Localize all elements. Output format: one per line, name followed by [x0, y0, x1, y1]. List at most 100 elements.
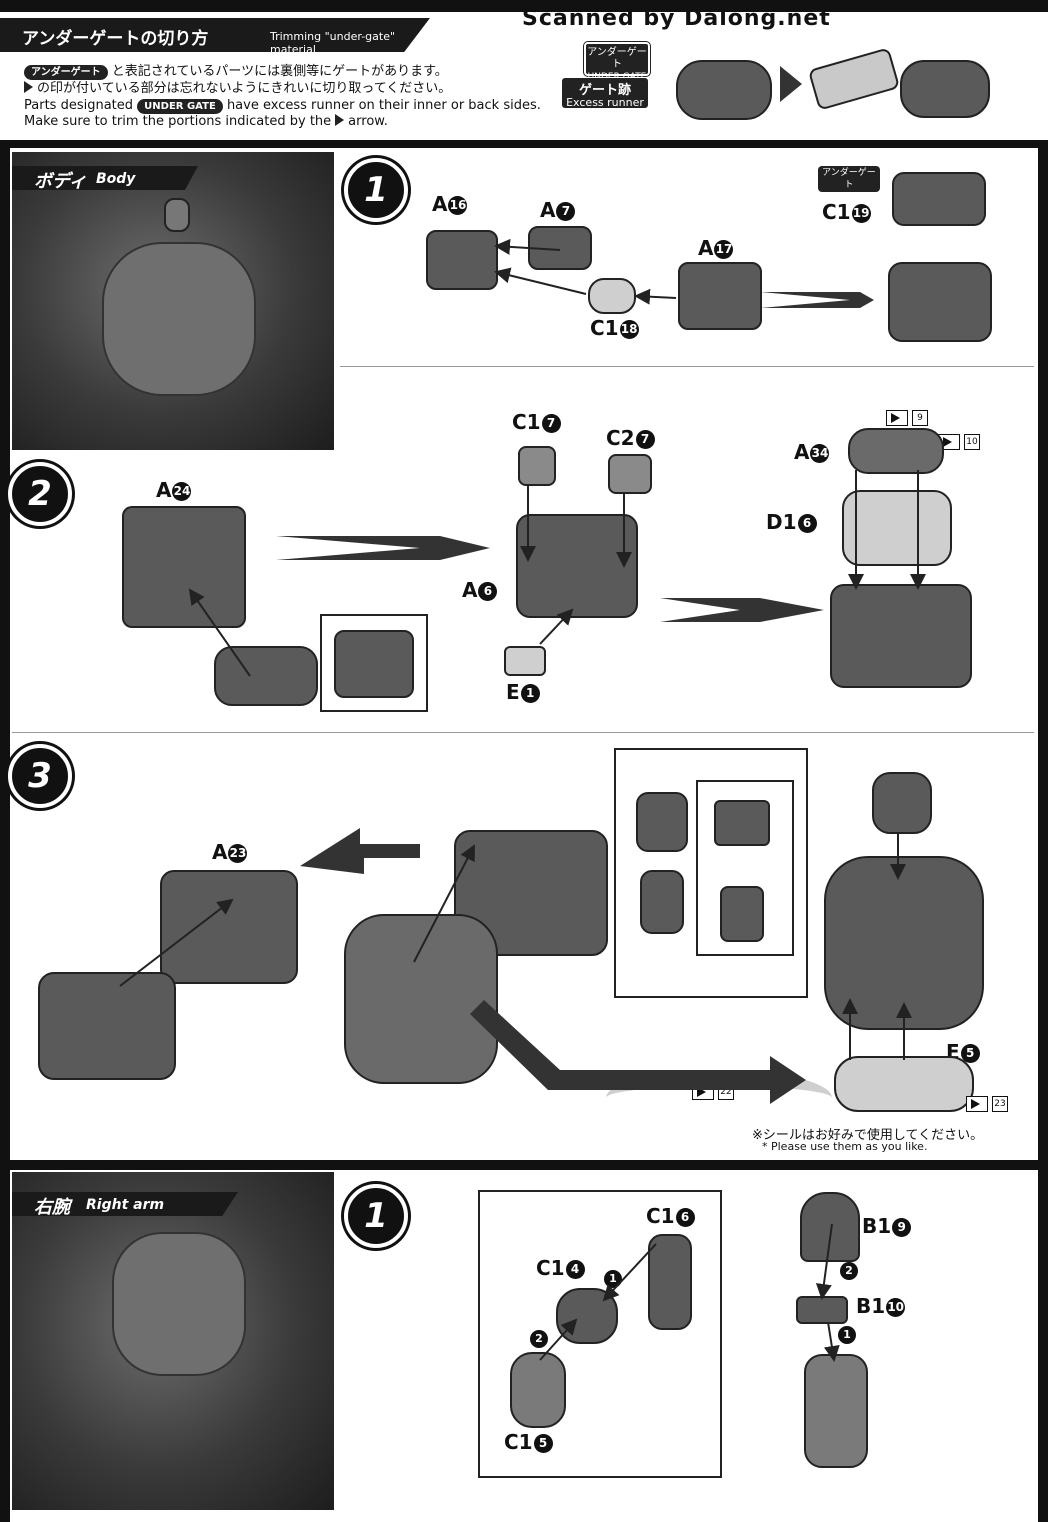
header-title-jp: アンダーゲートの切り方	[22, 29, 209, 49]
right-arm-section-frame	[0, 1162, 1048, 1522]
body-photo	[12, 152, 334, 450]
part-c27	[608, 454, 652, 494]
trim-arrow-icon	[24, 81, 33, 93]
instruction-line-4-suffix: arrow.	[348, 114, 388, 129]
part-a24	[122, 506, 246, 628]
part-d16	[842, 490, 952, 566]
step-3-badge: 3	[8, 744, 72, 808]
sticker-number-10: 10	[964, 434, 980, 450]
part-a18	[640, 870, 684, 934]
part-c119	[892, 172, 986, 226]
order-mark-2: 2	[840, 1262, 858, 1280]
legend-badge-en: UNDER GATE	[587, 72, 647, 82]
order-mark-1: 1	[604, 1270, 622, 1288]
legend-under-gate-badge: アンダーゲート UNDER GATE	[584, 42, 650, 82]
detail-inset	[320, 614, 428, 712]
detail-inset-part	[334, 630, 414, 698]
top-border	[0, 0, 1048, 12]
instruction-line-3: Parts designated UNDER GATE have excess …	[24, 98, 541, 114]
sticker-note-jp: ※シールはお好みで使用してください。	[752, 1128, 984, 1143]
watermark-text: Scanned by Dalong.net	[522, 6, 831, 31]
order-mark-2: 2	[530, 1330, 548, 1348]
step2-assembly	[830, 584, 972, 688]
detail-part-top	[714, 800, 770, 846]
right-arm-tab-jp: 右腕	[34, 1197, 70, 1218]
legend-badge-jp: アンダーゲート	[587, 47, 647, 70]
body-section-tab: ボディ Body	[12, 166, 198, 190]
detail-box-a18-a19	[614, 748, 808, 998]
instruction-line-2-text: の印が付いている部分は忘れないようにきれいに切り取ってください。	[37, 81, 452, 96]
right-arm-photo-figure	[112, 1232, 246, 1376]
header-title-en: Trimming "under-gate" material	[270, 30, 396, 56]
legend-gate-jp: ゲート跡	[578, 83, 631, 98]
part-c118	[588, 278, 636, 314]
part-c17	[518, 446, 556, 486]
instruction-line-2: の印が付いている部分は忘れないようにきれいに切り取ってください。	[24, 81, 451, 97]
sticker-number-9: 9	[912, 410, 928, 426]
step2-subassembly	[214, 646, 318, 706]
instruction-line-1-text: と表記されているパーツには裏側等にゲートがあります。	[111, 64, 448, 79]
part-e1	[504, 646, 546, 676]
order-mark-1: 1	[838, 1326, 856, 1344]
legend-part-before	[676, 60, 772, 120]
step-2-badge: 2	[8, 462, 72, 526]
step-1-badge: 1	[344, 1184, 408, 1248]
instruction-line-1: アンダーゲート と表記されているパーツには裏側等にゲートがあります。	[24, 64, 448, 80]
part-c16	[648, 1234, 692, 1330]
step1-assembly	[888, 262, 992, 342]
part-a17	[678, 262, 762, 330]
part-a16	[426, 230, 498, 290]
body-photo-neck	[164, 198, 190, 232]
neck-part	[872, 772, 932, 834]
sticker-number-23: 23	[992, 1096, 1008, 1112]
right-arm-section-tab: 右腕 Right arm	[12, 1192, 238, 1216]
part-b110	[796, 1296, 848, 1324]
sticker-icon	[966, 1096, 988, 1112]
part-c15	[510, 1352, 566, 1428]
sticker-icon	[886, 410, 908, 426]
right-arm-assembly	[804, 1354, 868, 1468]
instruction-line-4-prefix: Make sure to trim the portions indicated…	[24, 114, 332, 129]
right-arm-tab-en: Right arm	[86, 1197, 165, 1213]
step-1-badge: 1	[344, 158, 408, 222]
part-b19	[800, 1192, 860, 1262]
step3-subassembly	[38, 972, 176, 1080]
instruction-line-4: Make sure to trim the portions indicated…	[24, 114, 388, 130]
legend-gate-en: Excess runner	[566, 96, 644, 109]
detail-inner-box	[696, 780, 794, 956]
part-a19	[636, 792, 688, 852]
instruction-line-3-suffix: have excess runner on their inner or bac…	[226, 98, 541, 113]
detail-part-peg	[720, 886, 764, 942]
step-divider	[340, 366, 1034, 367]
under-gate-badge: アンダーゲート	[24, 65, 108, 80]
header-title-tab: アンダーゲートの切り方 Trimming "under-gate" materi…	[0, 18, 430, 52]
under-gate-badge-en: UNDER GATE	[137, 99, 223, 114]
body-tab-jp: ボディ	[34, 171, 87, 192]
right-arm-photo	[12, 1172, 334, 1510]
step1-badge-en: UNDER GATE	[819, 192, 879, 202]
step1-badge-jp: アンダーゲート	[822, 168, 876, 190]
instruction-line-3-prefix: Parts designated	[24, 98, 134, 113]
legend-part-after	[900, 60, 990, 118]
sticker-note-en: * Please use them as you like.	[762, 1140, 928, 1153]
step1-under-gate-badge: アンダーゲート UNDER GATE	[818, 166, 880, 202]
